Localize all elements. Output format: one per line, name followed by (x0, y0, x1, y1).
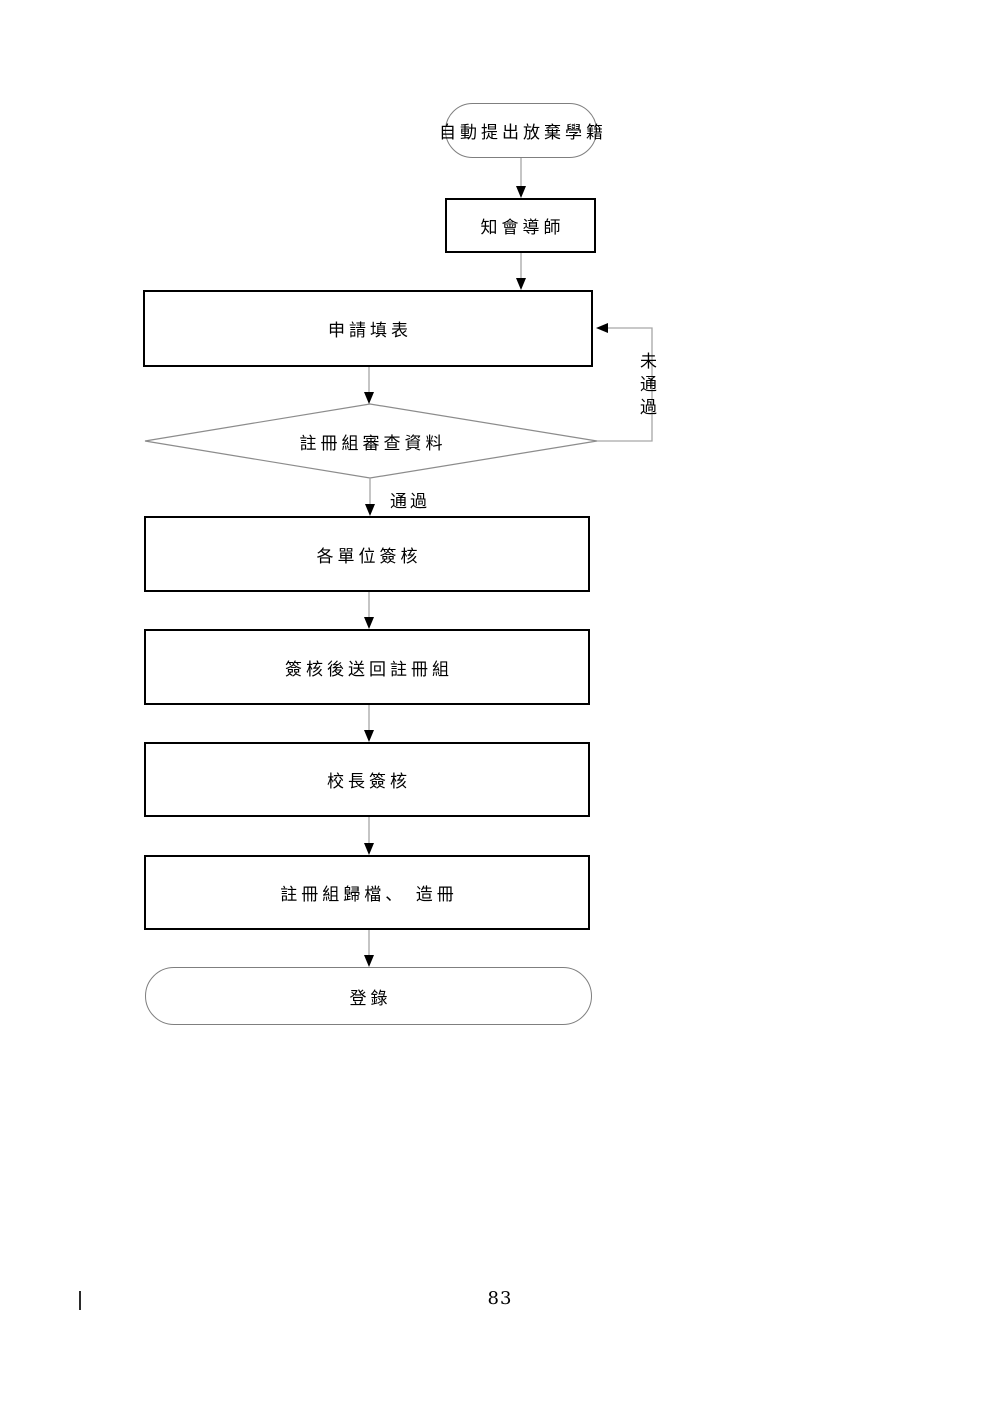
flow-node-return-reg-label: 簽核後送回註冊組 (285, 659, 453, 680)
arrowhead-icon (596, 323, 608, 333)
flow-node-review-label: 註冊組審查資料 (299, 433, 447, 454)
arrowhead-icon (516, 278, 526, 290)
flow-node-start: 自動提出放棄學籍 (439, 103, 603, 158)
flow-node-return-reg: 簽核後送回註冊組 (144, 629, 590, 705)
flow-node-fill-form: 申請填表 (143, 290, 593, 367)
flow-node-archive-label: 註冊組歸檔、 造冊 (280, 885, 458, 905)
arrowhead-icon (364, 843, 374, 855)
arrowhead-icon (364, 955, 374, 967)
flow-node-review: 註冊組審查資料 (145, 404, 597, 478)
edge-label-pass: 通過 (390, 492, 430, 512)
flow-node-principal-sign-label: 校長簽核 (327, 772, 411, 792)
flow-node-fill-form-label: 申請填表 (328, 321, 412, 341)
flow-node-archive: 註冊組歸檔、 造冊 (144, 855, 590, 930)
edge-review-fail-loop (597, 327, 653, 442)
arrowhead-icon (364, 730, 374, 742)
flow-node-start-label: 自動提出放棄學籍 (439, 123, 607, 143)
arrowhead-icon (364, 617, 374, 629)
arrowhead-icon (365, 504, 375, 516)
edge-label-fail: 未通過 (636, 352, 656, 421)
arrowhead-icon (516, 186, 526, 198)
flow-node-unit-sign: 各單位簽核 (144, 516, 590, 592)
page-number: 83 (487, 1288, 513, 1309)
flow-node-record-label: 登錄 (349, 988, 392, 1009)
flow-node-notify-advisor-label: 知會導師 (480, 218, 565, 238)
flow-node-principal-sign: 校長簽核 (144, 742, 590, 817)
flow-node-unit-sign-label: 各單位簽核 (316, 546, 422, 567)
flow-node-notify-advisor: 知會導師 (445, 198, 596, 253)
flow-node-record: 登錄 (145, 967, 592, 1025)
revision-bar (79, 1291, 81, 1310)
arrowhead-icon (364, 392, 374, 404)
